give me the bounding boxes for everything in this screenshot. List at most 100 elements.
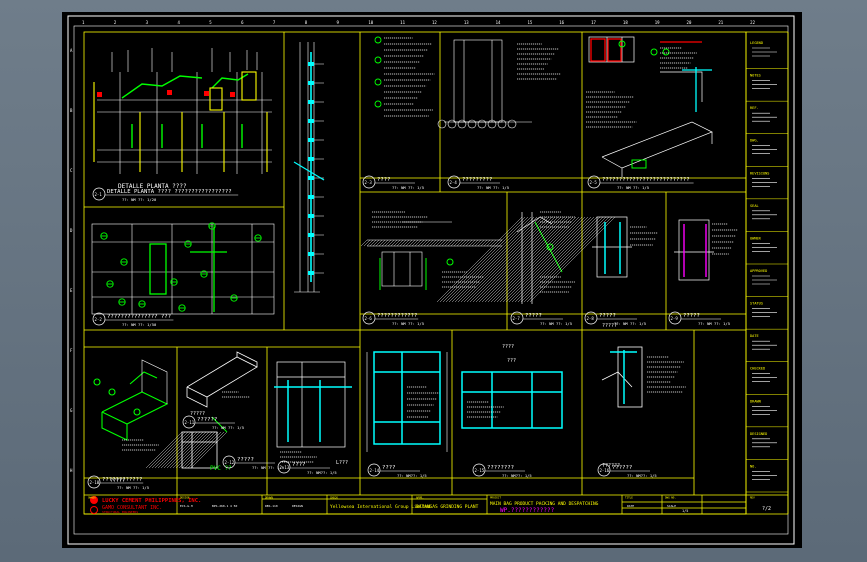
detail-number: 2-4 — [450, 180, 458, 185]
grid-number: 6 — [241, 20, 244, 25]
detail-label-2-16: 2-16????????: NM??: 1/5 — [597, 463, 657, 478]
detail-scale: ??: NM ??: 1/5 — [252, 465, 284, 470]
grid-number: 5 — [209, 20, 212, 25]
detail-bubble — [92, 312, 106, 326]
detail-title: ????? — [237, 457, 254, 463]
grid-number: 10 — [368, 20, 373, 25]
detail-title: ????? — [683, 313, 700, 319]
title-block-header: DWG NO. — [665, 496, 676, 500]
detail-label-2-6: 2-6??????????????: NM ??: 1/5 — [362, 311, 424, 326]
strip-label: LEGEND — [750, 41, 763, 45]
grid-letter: A — [70, 48, 73, 53]
detail-number: 2-16 — [600, 468, 610, 473]
detail-2-2-elevation — [91, 222, 275, 315]
detail-title: ???? — [382, 465, 395, 471]
callout-2: ????? — [110, 478, 125, 484]
detail-title: ???????? — [487, 465, 514, 471]
detail-2-14-section: L??? — [274, 361, 352, 466]
detail-scale: ??: NM ??: 1/5 — [698, 321, 730, 326]
consultant-logo-icon — [90, 506, 98, 514]
grid-letter: E — [70, 288, 73, 293]
detail-2-15-section — [366, 351, 448, 452]
detail-bubble — [277, 460, 291, 474]
detail-scale: ??: NM ??: 1/5 — [392, 321, 424, 326]
detail-bubble — [587, 175, 601, 189]
grid-letter: D — [70, 228, 73, 233]
grid-number: 17 — [591, 20, 596, 25]
strip-label: STATUS — [750, 302, 763, 306]
title-block-code: DATE — [627, 504, 634, 508]
callout-1: ????? — [190, 411, 205, 417]
detail-2-10-section — [674, 219, 738, 281]
detail-title: ?????? — [197, 417, 217, 423]
grid-letter: H — [70, 468, 73, 473]
grid-number: 12 — [432, 20, 437, 25]
detail-2-1-plan-label: DETALLE PLANTA ???? — [118, 183, 187, 190]
detail-title: ???? — [377, 177, 390, 183]
grid-number: 21 — [718, 20, 723, 25]
detail-label-2-4: 2-4???????????: NM ??: 1/5 — [447, 175, 509, 190]
detail-scale: ??: NM??: 1/5 — [397, 473, 427, 478]
grid-number: 18 — [623, 20, 628, 25]
strip-label: APPROVED — [750, 269, 767, 273]
strip-label: NO. — [750, 464, 757, 468]
strip-label: CHECKED — [750, 367, 765, 371]
detail-number: 2-7 — [513, 316, 521, 321]
project-name: BATANGAS GRINDING PLANT — [416, 504, 479, 510]
title-block: LUCKY CEMENT PHILIPPINES, INC. GAMO CONS… — [84, 495, 788, 515]
pvc-callout: PVC ?? — [210, 465, 232, 472]
grid-number: 8 — [305, 20, 308, 25]
detail-bubble — [510, 311, 524, 325]
detail-label-2-10: 2-10??????????????: NM ??: 1/5 — [87, 475, 149, 490]
title-block-code: SCALE — [667, 504, 676, 508]
detail-number: 2-3 — [365, 180, 373, 185]
consultant-sub: STRUCTURAL ENGINEERS — [102, 510, 138, 514]
top-question-callout: ???? — [502, 344, 514, 350]
grid-number: 9 — [337, 20, 340, 25]
detail-2-6-isometric — [586, 36, 713, 177]
detail-title: ???? — [292, 462, 305, 468]
title-block-header: DRAWN — [265, 496, 273, 500]
grid-letter: C — [70, 168, 73, 173]
detail-label-2-11: 2-11????????: NM ??: 1/5 — [182, 415, 244, 430]
detail-2-5-section — [437, 39, 561, 129]
detail-label-2-8: 2-8???????: NM ??: 1/5 — [584, 311, 646, 326]
title-block-header: PROJECT — [490, 496, 501, 500]
client-logo-icon — [90, 496, 98, 504]
l-callout: L??? — [336, 460, 348, 466]
detail-title: ???????????? — [102, 477, 142, 483]
detail-title: ???????????? — [377, 313, 417, 319]
detail-number: 2-2 — [95, 317, 103, 322]
detail-scale: ??: NM??: 1/5 — [307, 470, 337, 475]
detail-scale: ??: NM ??: 1/5 — [117, 485, 149, 490]
detail-title: ????? — [599, 313, 616, 319]
detail-bubble — [597, 463, 611, 477]
detail-number: 2-14 — [370, 468, 380, 473]
detail-label-2-15: 2-15??????????: NM??: 1/5 — [472, 463, 532, 478]
contractor-name: Yellowsea International Group Limited — [330, 504, 431, 510]
title-block-header: CHECK — [330, 496, 338, 500]
detail-bubble — [362, 175, 376, 189]
title-block-header: DESIGN — [180, 496, 190, 500]
detail-bubble — [222, 455, 236, 469]
detail-2-3-column — [293, 42, 325, 293]
detail-number: 2-9 — [671, 316, 679, 321]
grid-number: 22 — [750, 20, 755, 25]
detail-title: ?????????????????????????? — [602, 177, 690, 183]
detail-scale: ??: NM ??: 1/5 — [212, 425, 244, 430]
detail-label-2-7: 2-7???????: NM ??: 1/5 — [510, 311, 572, 326]
strip-label: SEAL — [750, 204, 759, 208]
strip-label: OWNER — [750, 236, 762, 240]
detail-number: 2-5 — [590, 180, 598, 185]
detail-label-2-5: 2-5????????????????????????????: NM ??: … — [587, 175, 694, 190]
scale-value: 1/5 — [682, 509, 688, 513]
grid-number: 13 — [464, 20, 469, 25]
detail-bubble — [472, 463, 486, 477]
detail-title: ????????? — [462, 177, 492, 183]
strip-label: REF. — [750, 106, 759, 110]
detail-number: 2-1 — [95, 192, 103, 197]
strip-label: DWG. — [750, 139, 759, 143]
